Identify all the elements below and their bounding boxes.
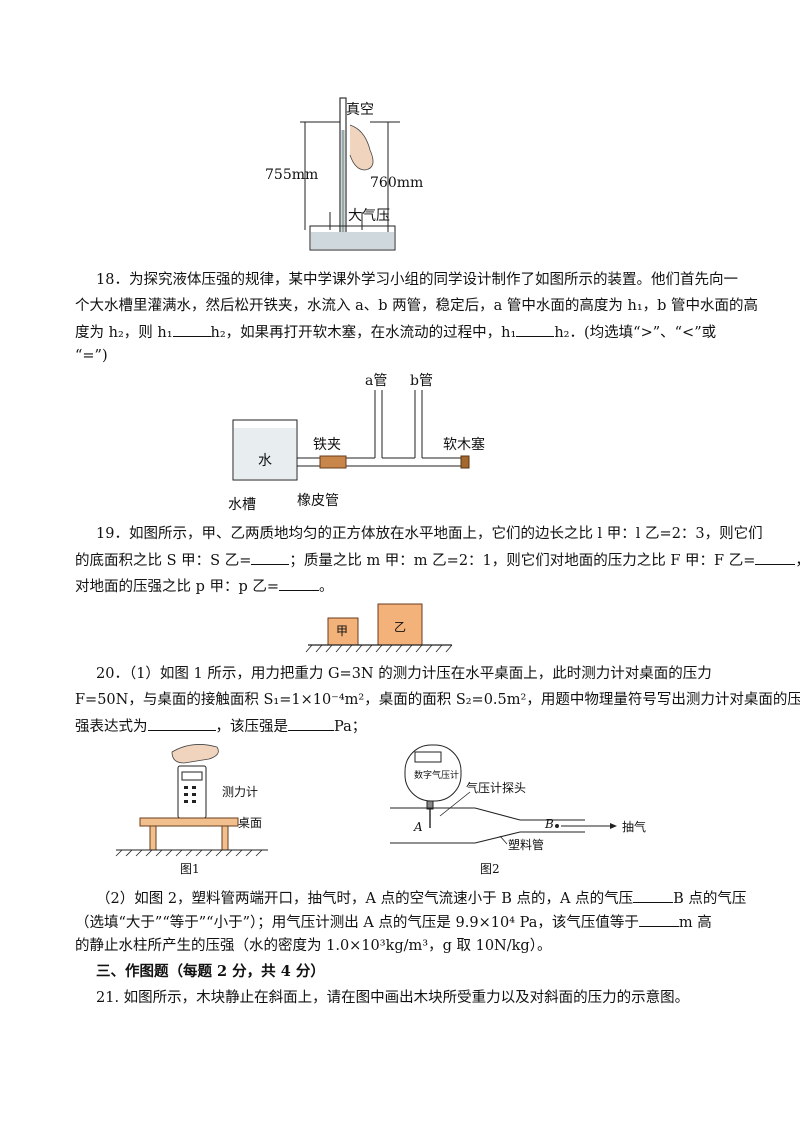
q18-line3-c: h₂．(均选填“>”、“<”或 xyxy=(554,325,717,341)
q20-line5-b: m 高 xyxy=(678,915,712,931)
q19-line2-a: 的底面积之比 S 甲：S 乙= xyxy=(75,553,252,569)
tank-label: 水槽 xyxy=(228,497,256,513)
q19-line3: 对地面的压强之比 p 甲：p 乙= 。 xyxy=(75,576,334,597)
atmosphere-label: 大气压 xyxy=(348,208,390,224)
q18-blank-2[interactable] xyxy=(516,322,555,337)
cork-label: 软木塞 xyxy=(443,437,485,453)
q18-line3: 度为 h₂，则 h₁ h₂，如果再打开软木塞，在水流动的过程中，h₁ h₂．(均选填… xyxy=(75,322,716,343)
fig2-meter-label: 数字气压计 xyxy=(414,771,460,781)
q18-line2: 个大水槽里灌满水，然后松开铁夹，水流入 a、b 两管，稳定后，a 管中水面的高度… xyxy=(75,298,759,314)
figure2-pressure-tube xyxy=(390,744,617,845)
water-label: 水 xyxy=(258,453,272,469)
fig1-gauge-label: 测力计 xyxy=(222,785,259,799)
q19-blank-2[interactable] xyxy=(755,550,796,565)
q20-line3-c: Pa； xyxy=(334,719,367,735)
section3-title-text: 三、作图题（每题 2 分，共 4 分） xyxy=(96,963,325,980)
fig2-point-a: A xyxy=(414,820,423,834)
q19-line1: 19．如图所示，甲、乙两质地均匀的正方体放在水平地面上，它们的边长之比 l 甲：… xyxy=(96,526,763,542)
fig2-caption: 图2 xyxy=(480,862,500,876)
cube-jia-label: 甲 xyxy=(336,624,349,638)
cube-yi-label: 乙 xyxy=(394,620,407,634)
q20-blank-4[interactable] xyxy=(638,912,679,927)
q20-line4-b: B 点的气压 xyxy=(673,891,747,907)
fig2-pump-label: 抽气 xyxy=(622,820,647,834)
q20-line2: F=50N，与桌面的接触面积 S₁=1×10⁻⁴m²，桌面的面积 S₂=0.5m… xyxy=(75,692,800,708)
section3-title: 三、作图题（每题 2 分，共 4 分） xyxy=(96,962,325,982)
q19-line2: 的底面积之比 S 甲：S 乙= ；质量之比 m 甲：m 乙=2：1，则它们对地面的… xyxy=(75,550,800,571)
fig2-point-b: B xyxy=(545,817,554,831)
q19-line3-b: 。 xyxy=(319,579,334,595)
q20-blank-2[interactable] xyxy=(288,716,334,731)
q18-blank-1[interactable] xyxy=(172,322,211,337)
fig1-caption: 图1 xyxy=(180,862,200,876)
q19-blank-1[interactable] xyxy=(251,550,290,565)
fig2-tube-label: 塑料管 xyxy=(508,838,545,852)
q18-line3-a: 度为 h₂，则 h₁ xyxy=(75,325,173,341)
q20-line6: 的静止水柱所产生的压强（水的密度为 1.0×10³kg/m³，g 取 10N/k… xyxy=(75,938,552,954)
q20-line5-a: （选填“大于”“等于”“小于”）；用气压计测出 A 点的气压是 9.9×10⁴ … xyxy=(75,915,639,931)
q20-line1: 20．（1）如图 1 所示，用力把重力 G=3N 的测力计压在水平桌面上，此时测… xyxy=(96,666,712,682)
tube-a-label: a管 xyxy=(365,373,388,389)
q19-line2-b: ；质量之比 m 甲：m 乙=2：1，则它们对地面的压力之比 F 甲：F 乙= xyxy=(289,553,756,569)
barometer-figure xyxy=(300,97,400,251)
q20-line3-b: ，该压强是 xyxy=(215,719,289,735)
q20-line4: （2）如图 2，塑料管两端开口，抽气时，A 点的空气流速小于 B 点的，A 点的… xyxy=(96,888,746,909)
clamp-label: 铁夹 xyxy=(313,437,341,453)
q20-line4-a: （2）如图 2，塑料管两端开口，抽气时，A 点的空气流速小于 B 点的，A 点的… xyxy=(96,891,634,907)
height-755-label: 755mm xyxy=(265,167,319,183)
q21-text: 21. 如图所示，木块静止在斜面上，请在图中画出木块所受重力以及对斜面的压力的示… xyxy=(96,990,690,1006)
fig1-desk-label: 桌面 xyxy=(238,816,263,830)
height-760-label: 760mm xyxy=(370,175,424,191)
cubes-figure xyxy=(305,603,453,653)
q19-line3-a: 对地面的压强之比 p 甲：p 乙= xyxy=(75,579,280,595)
tubes-figure xyxy=(232,390,470,481)
fig2-probe-label: 气压计探头 xyxy=(466,781,527,795)
q20-line5: （选填“大于”“等于”“小于”）；用气压计测出 A 点的气压是 9.9×10⁴ … xyxy=(75,912,712,933)
tube-b-label: b管 xyxy=(410,373,433,389)
vacuum-label: 真空 xyxy=(346,102,374,118)
q18-line4: “=”) xyxy=(75,348,108,364)
q20-blank-1[interactable] xyxy=(147,716,216,731)
q20-line3-a: 强表达式为 xyxy=(75,719,148,735)
figure1-force-gauge xyxy=(115,744,268,857)
q19-blank-3[interactable] xyxy=(279,576,320,591)
q20-line3: 强表达式为 ，该压强是 Pa； xyxy=(75,716,366,737)
q18-line1: 18．为探究液体压强的规律，某中学课外学习小组的同学设计制作了如图所示的装置。他… xyxy=(96,272,738,288)
q18-line3-b: h₂，如果再打开软木塞，在水流动的过程中，h₁ xyxy=(210,325,517,341)
q20-blank-3[interactable] xyxy=(633,888,674,903)
hose-label: 橡皮管 xyxy=(297,493,339,509)
